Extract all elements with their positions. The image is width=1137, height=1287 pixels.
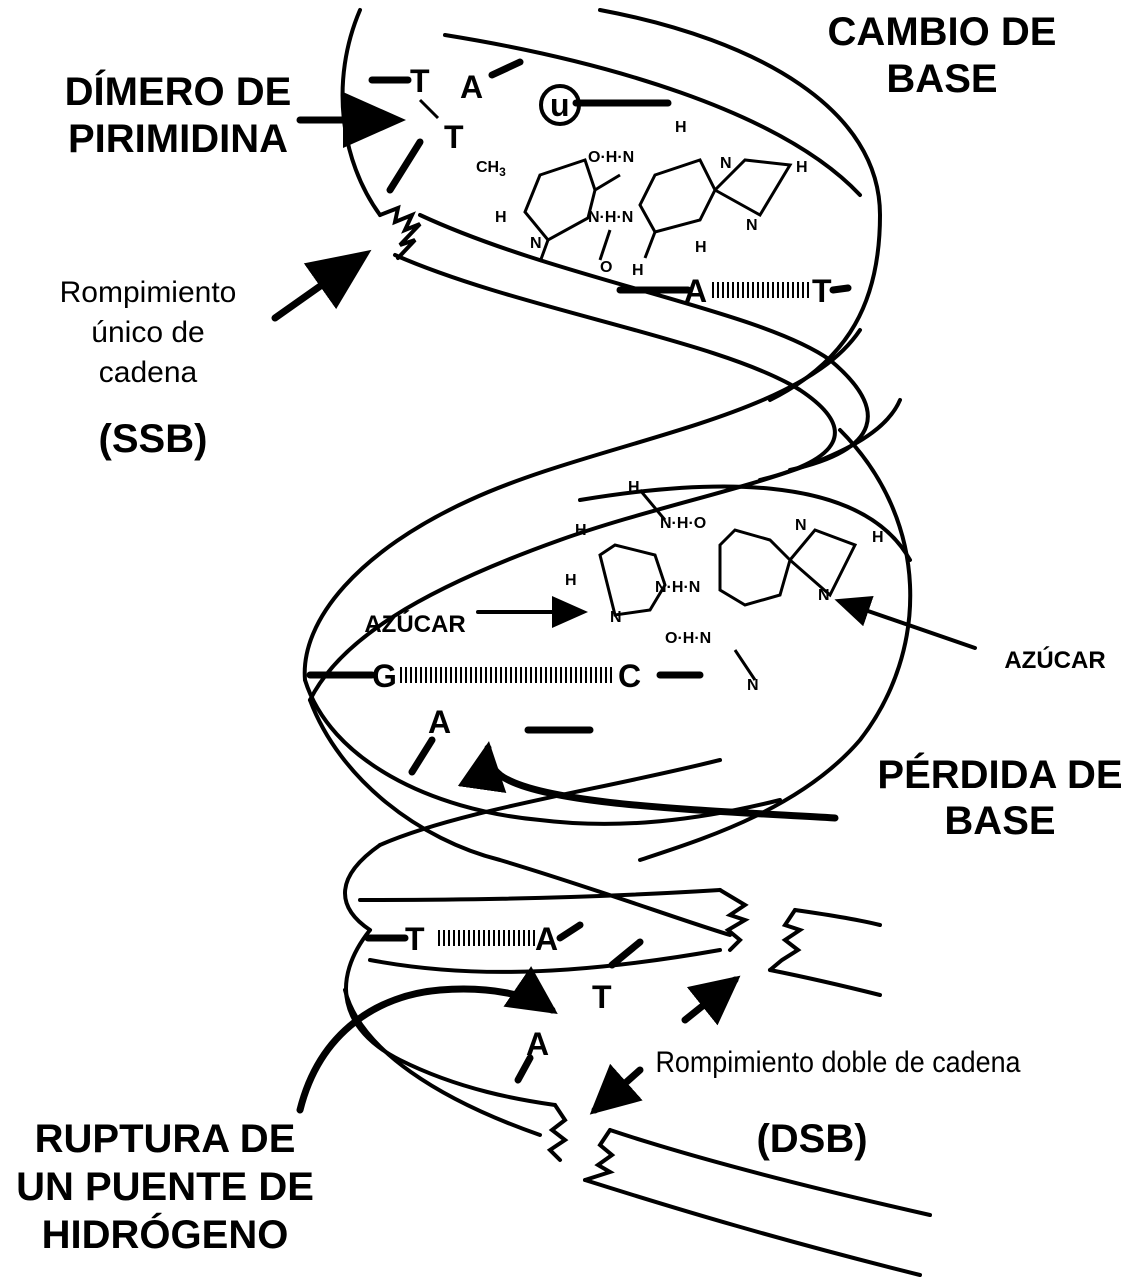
mol-top-h-right: H <box>796 159 808 176</box>
base-a-pair3: A <box>535 921 558 957</box>
helix-right-fragment-lower <box>770 970 880 995</box>
mol-top-nhn: N·H·N <box>588 209 633 226</box>
helix-bottom-left-upper <box>345 845 380 930</box>
helix-top-left-outer <box>343 10 380 215</box>
mol-top-h-bottom: H <box>632 262 644 279</box>
base-t-lone: T <box>592 979 612 1015</box>
mol-mid-nho: N·H·O <box>660 515 706 532</box>
base-a-top: A <box>460 69 483 105</box>
dsb-break-zigzag-right <box>770 910 800 970</box>
labels: CAMBIO DE BASE DÍMERO DE PIRIMIDINA Romp… <box>16 10 1123 1257</box>
mol-top-ohn: O·H·N <box>588 149 634 166</box>
label-dsb-abbr: (DSB) <box>756 1117 867 1161</box>
mol-mid-h-right: H <box>872 529 884 546</box>
base-a-lost: A <box>428 704 451 740</box>
base-c-pair2: C <box>618 658 641 694</box>
helix-mid-left-upper <box>305 680 780 824</box>
label-dsb-desc: Rompimiento doble de cadena <box>656 1046 1021 1079</box>
mol-top-ch3: CH3 <box>476 159 506 179</box>
mol-top-n-right-top: N <box>720 155 732 172</box>
helix-bottom-ribbon-upper <box>360 890 720 900</box>
mol-mid-nhn: N·H·N <box>655 579 700 596</box>
arrow-dsb-upper <box>685 980 735 1020</box>
arrow-dsb-lower <box>595 1070 640 1110</box>
arrow-ruptura <box>300 989 552 1110</box>
base-stubs <box>310 62 848 1080</box>
label-ruptura-line1: RUPTURA DE <box>35 1117 296 1161</box>
base-t-pair3: T <box>405 921 425 957</box>
label-dimero-line1: DÍMERO DE <box>65 69 292 114</box>
dsb-break-zigzag-bottom-right <box>585 1130 612 1180</box>
label-azucar-left: AZÚCAR <box>364 610 465 638</box>
arrow-perdida-base <box>488 748 835 818</box>
mol-mid-n-left: N <box>610 609 622 626</box>
label-ssb-abbr: (SSB) <box>99 417 208 461</box>
label-ruptura-line3: HIDRÓGENO <box>42 1211 289 1257</box>
mol-top-h-mid: H <box>695 239 707 256</box>
base-u: u <box>550 87 570 123</box>
base-t-dimer-1: T <box>410 63 430 99</box>
molecule-mid: H N·H·O H N·H·N H N O·H·N N H N N <box>565 479 884 694</box>
mol-mid-h-left-top: H <box>575 522 587 539</box>
label-azucar-right: AZÚCAR <box>1004 646 1105 674</box>
ssb-break-zigzag <box>380 208 420 258</box>
helix-strands <box>305 10 930 1275</box>
helix-right-fragment-upper <box>795 910 880 925</box>
label-ssb-desc-line2: único de <box>91 316 204 349</box>
mol-mid-n-right-top: N <box>795 517 807 534</box>
mol-top-h-top: H <box>675 119 687 136</box>
label-perdida-line1: PÉRDIDA DE <box>877 752 1122 797</box>
mol-top-o-bottom: O <box>600 259 612 276</box>
helix-lower-fragment-lower <box>585 1180 920 1275</box>
mol-mid-n-right: N <box>818 587 830 604</box>
dsb-break-zigzag-left <box>720 890 745 950</box>
break-marks <box>380 208 800 1180</box>
label-ssb-desc-line1: Rompimiento <box>60 276 237 309</box>
helix-bottom-left-outer <box>346 930 555 1105</box>
mol-top-h-left: H <box>495 209 507 226</box>
base-t-pair1: T <box>812 273 832 309</box>
base-a-lone: A <box>526 1026 549 1062</box>
base-t-dimer-2: T <box>444 119 464 155</box>
mol-mid-h-left-mid: H <box>565 572 577 589</box>
mol-mid-n-bottom: N <box>747 677 759 694</box>
mol-top-n-left: N <box>530 235 542 252</box>
mol-mid-h-top: H <box>628 479 640 496</box>
mol-top-n-right-bot: N <box>746 217 758 234</box>
dsb-break-zigzag-bottom-left <box>550 1105 565 1160</box>
label-perdida-line2: BASE <box>944 799 1055 843</box>
base-g-pair2: G <box>372 658 397 694</box>
label-cambio-base-line1: CAMBIO DE <box>828 10 1057 54</box>
label-ssb-desc-line3: cadena <box>99 356 198 389</box>
label-dimero-line2: PIRIMIDINA <box>68 117 288 161</box>
label-cambio-base-line2: BASE <box>886 57 997 101</box>
mol-mid-ohn: O·H·N <box>665 630 711 647</box>
label-ruptura-line2: UN PUENTE DE <box>16 1165 314 1209</box>
arrow-ssb <box>275 258 360 318</box>
helix-ribbon-a-upper <box>420 215 868 470</box>
base-a-pair1: A <box>684 273 707 309</box>
